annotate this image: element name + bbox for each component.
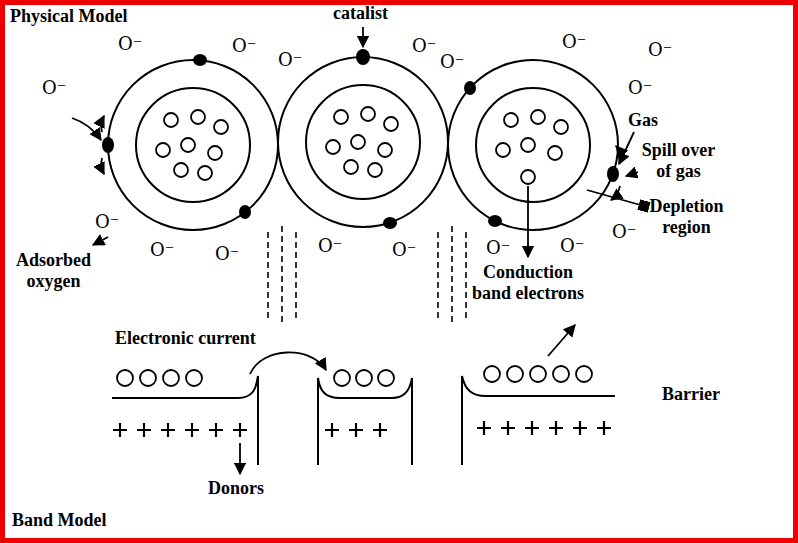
depletion-boundary [136,88,250,202]
depletion-boundary [306,85,420,199]
spillover-arrow [101,116,104,132]
oxygen-ion: O⁻ [628,78,652,99]
gas-label: Gas [628,110,658,131]
current-arrow [250,352,326,374]
electron-leader [527,186,529,257]
donor-leader [239,443,241,474]
grain-surface [108,60,278,230]
spillover-arrow [101,158,104,174]
band-edge [318,378,412,465]
depletion-label: Depletion region [648,196,725,237]
spillover-arrow [616,146,621,162]
band-electrons [117,366,592,386]
section-heading: Physical Model [10,6,128,27]
oxygen-ion: O⁻ [318,236,342,257]
red-frame [3,3,796,541]
catalist-leader [362,27,364,47]
oxygen-ion: O⁻ [440,52,464,73]
current-label: Electronic current [115,328,256,349]
oxygen-leader [93,237,108,245]
depletion-leader [587,190,644,206]
electron-label: Conduction band electrons [470,262,586,303]
band-edge [462,376,615,465]
oxygen-label: Adsorbed oxygen [14,250,93,291]
oxygen-ion: O⁻ [278,50,302,71]
oxygen-ion: O⁻ [412,36,436,57]
oxygen-ion: O⁻ [612,222,636,243]
grain-surface [448,60,618,230]
spillover-label: Spill over of gas [640,140,717,181]
oxygen-ion: O⁻ [562,32,586,53]
grain-surface [278,57,448,227]
catalyst-dots [102,49,619,229]
oxygen-ion: O⁻ [392,240,416,261]
band-edge [112,376,258,465]
oxygen-ion: O⁻ [118,34,142,55]
projection-lines [268,226,466,322]
oxygen-ion: O⁻ [486,238,510,259]
donor-symbols [113,421,611,437]
section-heading: Band Model [12,510,107,531]
grain-outlines [108,57,618,230]
grain-electrons [156,107,568,184]
catalyst-label: catalist [333,3,388,24]
oxygen-ion: O⁻ [42,78,66,99]
oxygen-ion: O⁻ [232,36,256,57]
oxygen-ion: O⁻ [95,212,119,233]
oxygen-ion: O⁻ [150,240,174,261]
oxygen-ion: O⁻ [560,236,584,257]
band-edges [112,376,615,465]
donor-label: Donors [208,478,264,499]
leader-arrows [72,27,644,474]
gas-leader [72,118,101,140]
spillover-leader [626,172,638,176]
electron-leader [548,325,575,356]
oxygen-ion: O⁻ [215,244,239,265]
oxygen-ion: O⁻ [648,40,672,61]
barrier-label: Barrier [662,384,720,405]
depletion-boundary [476,88,590,202]
